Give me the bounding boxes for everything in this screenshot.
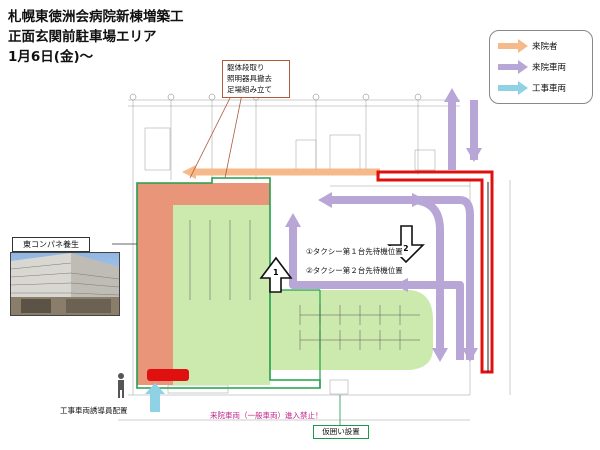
no-entry-label: 来院車両（一般車両）進入禁止！: [210, 411, 323, 420]
construction-arrow-icon: [498, 81, 528, 95]
taxi-label-first: ①タクシー第１台先待機位置: [305, 246, 404, 257]
title-line-1: 札幌東徳洲会病院新棟増築工: [8, 9, 184, 25]
outline-arrow-up: [259, 256, 293, 293]
red-route: [376, 170, 494, 374]
visitor-arrow-icon: [498, 39, 528, 53]
building-photo: [10, 252, 120, 316]
note-line-3: 足場組み立て: [227, 85, 272, 94]
temp-enclosure-label: 仮囲い設置: [313, 425, 369, 439]
legend: 来院者 来院車両 工事車両: [489, 30, 593, 104]
legend-label-visitor-car: 来院車両: [532, 63, 567, 73]
guide-person-icon: [118, 373, 124, 398]
title-line-2: 正面玄関前駐車場エリア: [8, 29, 157, 45]
legend-label-construction: 工事車両: [532, 84, 567, 94]
construction-guide-label: 工事車両誘導員配置: [60, 406, 128, 415]
red-entrance-block: [147, 369, 189, 381]
arrow-number-up: 1: [273, 268, 279, 277]
visitor-route-arrowhead: [182, 165, 196, 179]
work-note-box: 躯体段取り 照明器具撤去 足場組み立て: [222, 60, 290, 98]
green-zone-right: [270, 290, 433, 370]
title-line-3: 1月6日(金)〜: [8, 49, 94, 65]
visitor-car-arrow-icon: [498, 60, 528, 74]
green-zone-left: [173, 205, 270, 385]
note-line-2: 照明器具撤去: [227, 74, 272, 83]
parking-stalls: [189, 220, 420, 350]
legend-label-visitor: 来院者: [532, 42, 558, 52]
orange-zone-band: [173, 183, 270, 205]
note-line-1: 躯体段取り: [227, 63, 265, 72]
construction-arrowhead: [145, 383, 165, 394]
green-boundary: [136, 177, 321, 389]
visitor-car-arrowheads: [285, 88, 482, 362]
orange-zone-left: [137, 205, 173, 385]
visitor-car-routes: [289, 100, 478, 360]
taxi-label-second: ②タクシー第２台先待機位置: [305, 265, 404, 276]
photo-label: 東コンパネ養生: [12, 237, 90, 252]
arrow-number-down: 2: [403, 244, 409, 253]
building-image: [11, 253, 119, 315]
